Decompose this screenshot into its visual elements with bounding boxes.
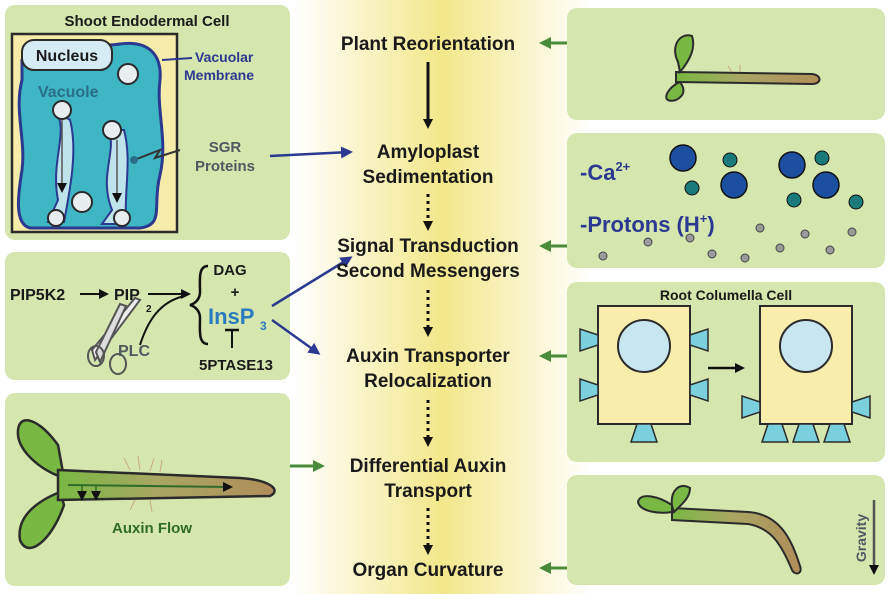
step-plant-reorientation: Plant Reorientation [341, 34, 515, 55]
protons-label: -Protons (H+) [580, 211, 715, 237]
seedling-with-auxin-flow [16, 419, 276, 550]
reoriented-seedling [665, 34, 821, 102]
gravity-panel [567, 475, 885, 585]
auxin-flow-label: Auxin Flow [112, 520, 192, 537]
sgr-label-1: SGR [209, 139, 242, 156]
step-transport: Transport [384, 481, 472, 502]
water-molecules [684, 150, 864, 210]
step-differential-auxin: Differential Auxin [350, 456, 507, 477]
calcium-ions [669, 144, 840, 199]
columella-nucleus-after [779, 319, 833, 373]
lightning-icon [133, 147, 181, 161]
reorientation-panel [567, 8, 885, 120]
amyloplasts [47, 63, 139, 227]
membrane-pointer [161, 57, 193, 61]
plus-label: + [231, 284, 240, 301]
bending-seedling [636, 485, 802, 575]
plc-label: PLC [118, 343, 150, 360]
brace [189, 264, 209, 346]
pip5k2-label: PIP5K2 [10, 287, 65, 304]
sgr-dot [130, 156, 138, 164]
insp-label: InsP [208, 304, 254, 329]
step-signal-transduction: Signal Transduction [337, 236, 519, 257]
ions-panel [567, 133, 885, 268]
dag-label: DAG [213, 262, 246, 279]
insp-subscript: 3 [260, 319, 267, 333]
columella-title: Root Columella Cell [660, 287, 792, 303]
auxin-carriers-before [579, 327, 709, 443]
sgr-arrow [269, 146, 353, 159]
insp-to-signal-arrow [271, 256, 353, 308]
vacuole-label: Vacuole [38, 84, 99, 101]
vacuolar-membrane-label-1: Vacuolar [195, 49, 254, 65]
step-organ-curvature: Organ Curvature [353, 560, 504, 581]
step-auxin-transporter: Auxin Transporter [346, 346, 510, 367]
vacuolar-membrane-label-2: Membrane [184, 67, 254, 83]
step-second-messengers: Second Messengers [336, 261, 520, 282]
nucleus-shape [21, 39, 113, 71]
gravity-label: Gravity [853, 514, 869, 562]
ptase-label: 5PTASE13 [199, 357, 273, 374]
columella-nucleus-before [617, 319, 671, 373]
plc-arc [139, 295, 185, 346]
center-glow [292, 0, 592, 594]
sgr-label-2: Proteins [195, 158, 255, 175]
calcium-label: -Ca2+ [580, 159, 631, 185]
protons [598, 223, 857, 263]
insp-to-auxin-arrow [271, 318, 321, 355]
scissors-icon [87, 296, 142, 375]
step-sedimentation: Sedimentation [363, 167, 494, 188]
signaling-panel [5, 252, 290, 380]
step-amyloplast: Amyloplast [377, 142, 480, 163]
endodermal-title: Shoot Endodermal Cell [64, 13, 229, 30]
step-relocalization: Relocalization [364, 371, 492, 392]
auxin-carriers-after [741, 394, 871, 443]
pip-subscript: 2 [146, 304, 152, 315]
nucleus-label: Nucleus [36, 48, 98, 65]
